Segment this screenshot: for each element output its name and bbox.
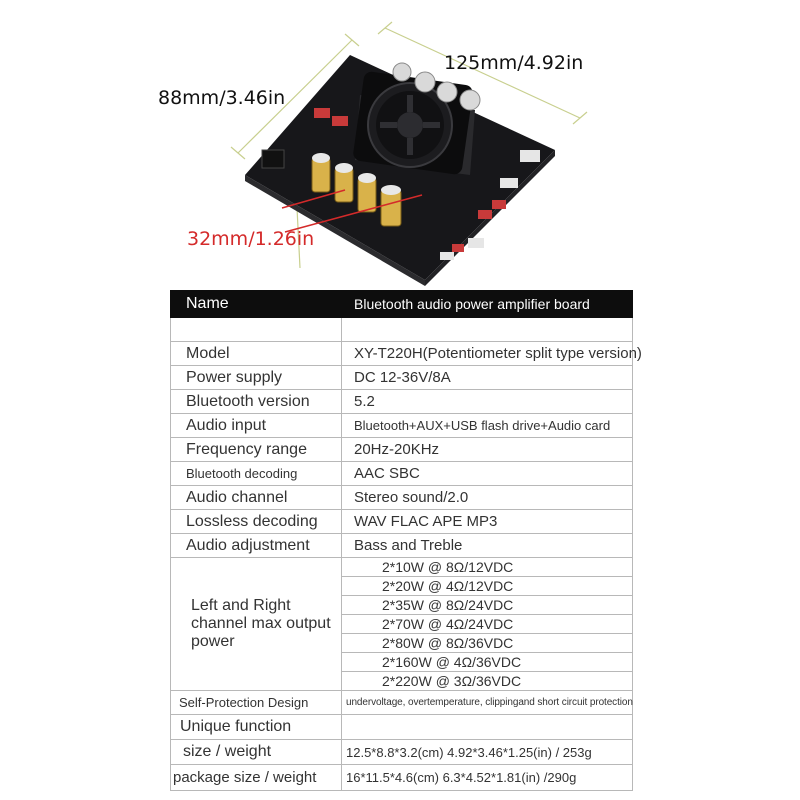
row-value: 5.2 — [341, 389, 633, 414]
blank-cell — [341, 317, 633, 342]
amplifier-board-image — [230, 21, 588, 286]
output-power-label: Left and Right channel max output power — [170, 557, 342, 691]
row-value: Bass and Treble — [341, 533, 633, 558]
row-label: Power supply — [170, 365, 342, 390]
row-label: Audio input — [170, 413, 342, 438]
header-name-value: Bluetooth audio power amplifier board — [341, 290, 633, 318]
table-row: Bluetooth version 5.2 — [170, 389, 633, 414]
row-value: WAV FLAC APE MP3 — [341, 509, 633, 534]
unique-function-row: Unique function — [170, 714, 633, 740]
length-dimension-label: 125mm/4.92in — [444, 52, 584, 74]
output-power-item: 2*10W @ 8Ω/12VDC — [342, 558, 632, 577]
row-value: DC 12-36V/8A — [341, 365, 633, 390]
table-row: Audio channel Stereo sound/2.0 — [170, 485, 633, 510]
package-row: package size / weight 16*11.5*4.6(cm) 6.… — [170, 764, 633, 791]
protection-label: Self-Protection Design — [170, 690, 342, 715]
output-power-values: 2*10W @ 8Ω/12VDC 2*20W @ 4Ω/12VDC 2*35W … — [341, 557, 633, 691]
output-power-item: 2*35W @ 8Ω/24VDC — [342, 596, 632, 615]
size-weight-value: 12.5*8.8*3.2(cm) 4.92*3.46*1.25(in) / 25… — [341, 739, 633, 765]
row-value: 20Hz-20KHz — [341, 437, 633, 462]
row-value: AAC SBC — [341, 461, 633, 486]
blank-row — [170, 317, 633, 342]
table-header-row: Name Bluetooth audio power amplifier boa… — [170, 290, 633, 318]
blank-cell — [170, 317, 342, 342]
width-dimension-label: 88mm/3.46in — [158, 87, 286, 109]
output-power-item: 2*20W @ 4Ω/12VDC — [342, 577, 632, 596]
unique-function-label: Unique function — [170, 714, 342, 740]
size-weight-label: size / weight — [170, 739, 342, 765]
header-name-label: Name — [170, 290, 342, 318]
table-row: Model XY-T220H(Potentiometer split type … — [170, 341, 642, 366]
table-row: Power supply DC 12-36V/8A — [170, 365, 633, 390]
size-weight-row: size / weight 12.5*8.8*3.2(cm) 4.92*3.46… — [170, 739, 633, 765]
row-value: XY-T220H(Potentiometer split type versio… — [341, 341, 642, 366]
output-power-item: 2*80W @ 8Ω/36VDC — [342, 634, 632, 653]
table-row: Frequency range 20Hz-20KHz — [170, 437, 633, 462]
row-label: Bluetooth decoding — [170, 461, 342, 486]
unique-function-value — [341, 714, 633, 740]
row-label: Lossless decoding — [170, 509, 342, 534]
specification-table: Name Bluetooth audio power amplifier boa… — [170, 290, 642, 791]
protection-value: undervoltage, overtemperature, clippinga… — [341, 690, 633, 715]
height-dimension-label: 32mm/1.26in — [187, 228, 315, 250]
output-power-item: 2*220W @ 3Ω/36VDC — [382, 673, 522, 689]
table-row: Bluetooth decoding AAC SBC — [170, 461, 633, 486]
product-photo: 88mm/3.46in 125mm/4.92in 32mm/1.26in — [0, 0, 800, 290]
row-label: Frequency range — [170, 437, 342, 462]
protection-row: Self-Protection Design undervoltage, ove… — [170, 690, 633, 715]
row-label: Audio adjustment — [170, 533, 342, 558]
row-label: Audio channel — [170, 485, 342, 510]
row-value: Stereo sound/2.0 — [341, 485, 633, 510]
output-power-item: 2*70W @ 4Ω/24VDC — [342, 615, 632, 634]
row-value: Bluetooth+AUX+USB flash drive+Audio card — [341, 413, 633, 438]
table-row: Audio adjustment Bass and Treble — [170, 533, 633, 558]
table-row: Audio input Bluetooth+AUX+USB flash driv… — [170, 413, 633, 438]
table-row: Lossless decoding WAV FLAC APE MP3 — [170, 509, 633, 534]
output-power-row: Left and Right channel max output power … — [170, 557, 633, 691]
package-label: package size / weight — [170, 764, 342, 791]
row-label: Bluetooth version — [170, 389, 342, 414]
output-power-item: 2*160W @ 4Ω/36VDC — [342, 653, 632, 672]
package-value: 16*11.5*4.6(cm) 6.3*4.52*1.81(in) /290g — [341, 764, 633, 791]
row-label: Model — [170, 341, 342, 366]
